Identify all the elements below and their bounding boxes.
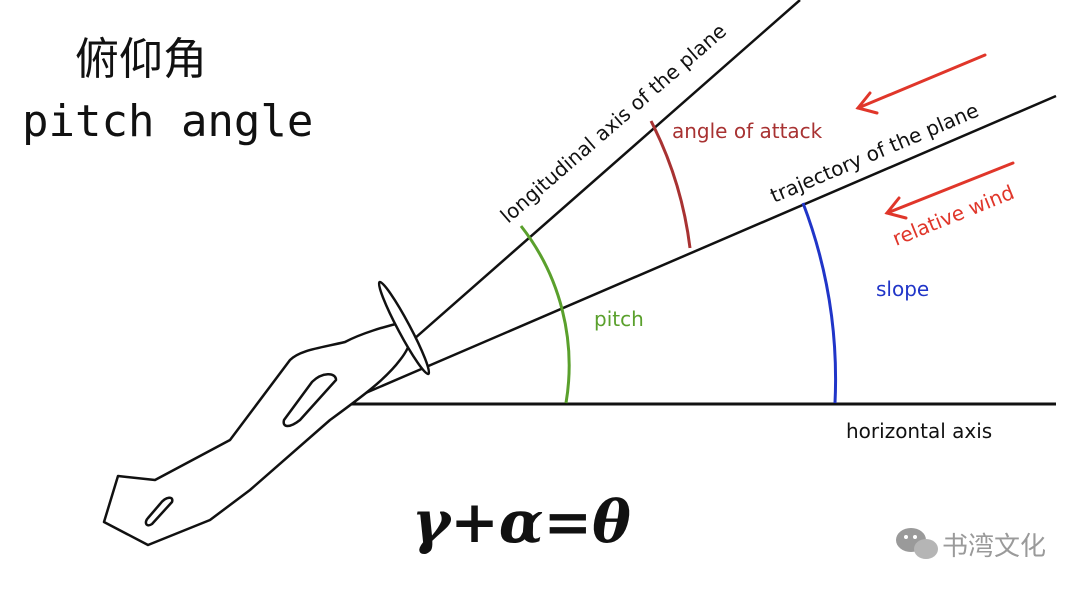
- title-chinese: 俯仰角: [75, 34, 207, 85]
- angle-of-attack-arc: [649, 120, 692, 249]
- angle-of-attack-label: angle of attack: [672, 119, 823, 143]
- slope-arc: [801, 202, 838, 404]
- wind-arrow-bottom-icon: [884, 161, 1015, 220]
- formula-text: γ+α=θ: [412, 488, 631, 556]
- slope-label: slope: [876, 277, 929, 301]
- horizontal-axis-label: horizontal axis: [846, 419, 992, 443]
- pitch-arc: [519, 225, 571, 404]
- propeller-icon: [377, 280, 431, 376]
- pitch-label: pitch: [594, 307, 644, 331]
- wechat-icon: [896, 528, 938, 559]
- longitudinal-axis-line: [339, 0, 801, 405]
- airplane-icon: [102, 320, 413, 547]
- trajectory-label: trajectory of the plane: [767, 98, 983, 208]
- relative-wind-label: relative wind: [889, 180, 1018, 251]
- trajectory-line: [339, 94, 1057, 406]
- wind-arrow-top-icon: [855, 53, 987, 115]
- watermark-text: 书湾文化: [942, 532, 1046, 562]
- watermark: 书湾文化: [896, 528, 1046, 562]
- title-english: pitch angle: [22, 96, 313, 147]
